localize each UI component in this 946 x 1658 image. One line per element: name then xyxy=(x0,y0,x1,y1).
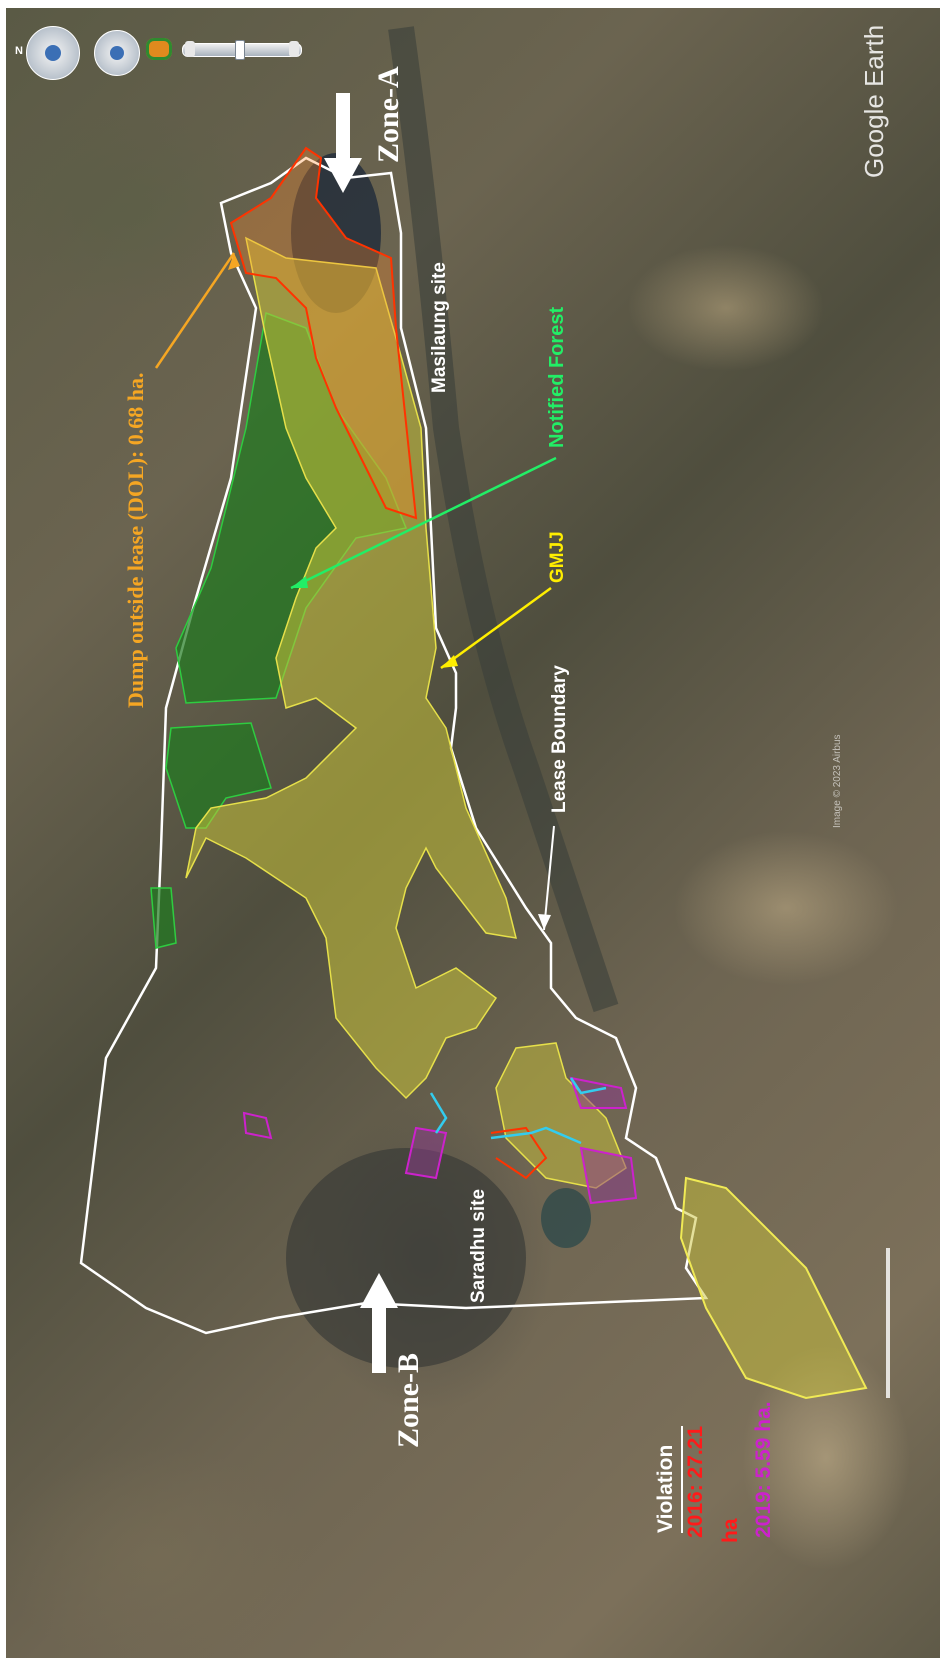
legend-2016: 2016: 27.21 xyxy=(684,1425,707,1538)
violation-2016-saradhu xyxy=(490,1126,548,1180)
google-earth-watermark: Google Earth xyxy=(859,24,889,178)
legend-title: Violation xyxy=(654,1444,677,1533)
scale-bar xyxy=(886,1248,890,1398)
gmjj-polygon xyxy=(185,236,518,1100)
lease-boundary-label: Lease Boundary xyxy=(549,665,570,813)
dump-arrow-icon xyxy=(154,252,240,369)
cyan-boundary-2 xyxy=(490,1126,582,1145)
notified-forest-label: Notified Forest xyxy=(546,306,568,448)
satellite-map[interactable]: Zone-A Zone-B Masilaung site Saradhu sit… xyxy=(6,8,940,1658)
violation-2019-polygon-2 xyxy=(569,1076,628,1109)
look-joystick-icon xyxy=(45,45,61,61)
legend-2016-unit: ha xyxy=(719,1518,742,1543)
cyan-boundary-1 xyxy=(429,1092,448,1134)
cyan-boundary-3 xyxy=(569,1077,607,1095)
zone-a-arrow-icon xyxy=(324,93,362,193)
saradhu-pond xyxy=(541,1188,591,1248)
lease-arrow-icon xyxy=(538,825,555,931)
zone-b-label: Zone-B xyxy=(392,1352,425,1448)
saradhu-site-label: Saradhu site xyxy=(468,1188,489,1303)
gmjj-arrow-icon xyxy=(440,586,552,670)
notified-forest-polygon-3 xyxy=(150,887,177,949)
dump-outside-lease-label: Dump outside lease (DOL): 0.68 ha. xyxy=(123,372,148,708)
violation-2019-polygon-4 xyxy=(242,1111,273,1140)
saradhu-pit xyxy=(286,1148,526,1368)
zoom-in-icon[interactable] xyxy=(289,41,299,57)
zoom-slider-thumb[interactable] xyxy=(235,40,245,60)
gmjj-label: GMJJ xyxy=(547,531,568,583)
zone-a-label: Zone-A xyxy=(372,66,405,163)
look-control[interactable]: N xyxy=(15,26,80,80)
zoom-out-icon[interactable] xyxy=(185,41,195,57)
compass-north-icon: N xyxy=(15,45,23,57)
map-overlay xyxy=(79,26,890,1533)
masilaung-site-label: Masilaung site xyxy=(429,262,450,393)
forest-arrow-icon xyxy=(290,456,557,590)
river xyxy=(388,26,619,1013)
violation-2019-polygon-3 xyxy=(579,1146,638,1205)
violation-2016-polygon xyxy=(229,146,418,520)
legend-2019: 2019: 5.59 ha. xyxy=(752,1401,775,1538)
zoom-slider[interactable] xyxy=(182,40,302,60)
street-view-pegman-icon[interactable] xyxy=(146,38,172,60)
move-joystick-icon xyxy=(110,46,124,60)
zone-b-arrow-icon xyxy=(360,1273,398,1373)
move-control[interactable] xyxy=(94,30,140,76)
gmjj-polygon-south xyxy=(679,1176,868,1400)
imagery-credit: Image © 2023 Airbus xyxy=(832,734,843,828)
